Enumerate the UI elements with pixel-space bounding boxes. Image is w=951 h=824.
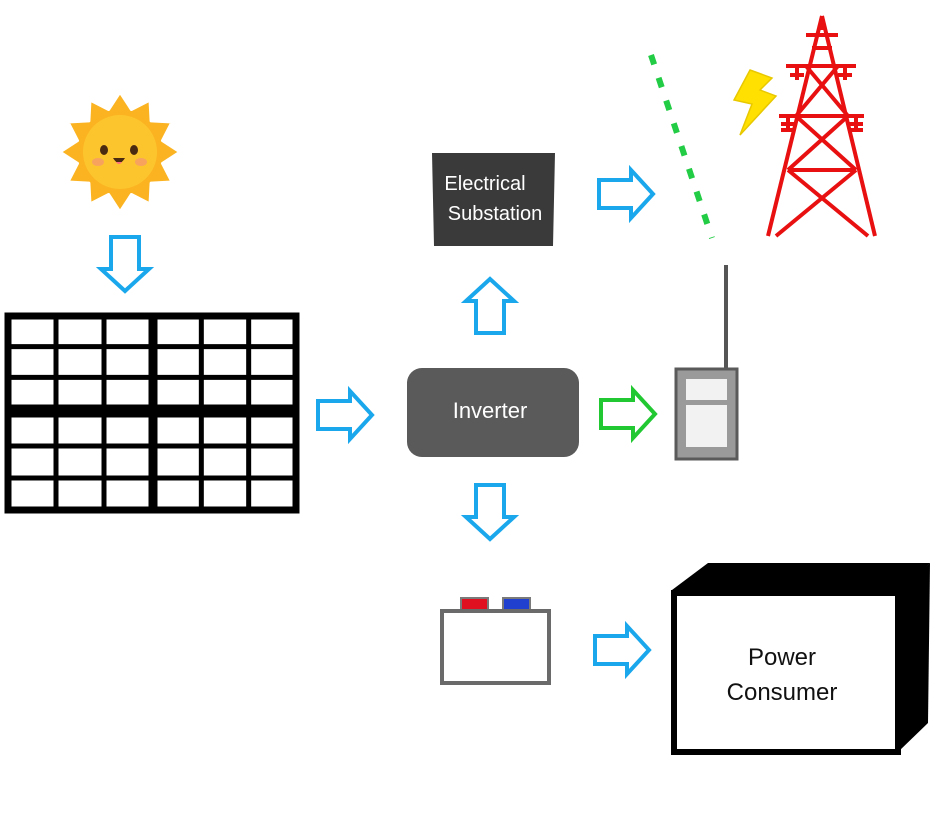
consumer-label-line1: Power bbox=[748, 644, 816, 671]
arrow-inverter-to-substation bbox=[460, 276, 520, 335]
power-line-dashed bbox=[648, 54, 715, 239]
transmission-tower-icon bbox=[766, 15, 877, 238]
sun-icon bbox=[58, 90, 182, 214]
solar-panel-module bbox=[4, 410, 156, 514]
electric-meter-icon bbox=[674, 265, 739, 461]
arrow-panels-to-inverter bbox=[316, 385, 375, 445]
arrow-inverter-to-meter bbox=[599, 384, 658, 444]
solar-panel-module bbox=[150, 410, 300, 514]
inverter[interactable]: Inverter bbox=[407, 368, 579, 457]
substation-label-line1: Electrical bbox=[444, 173, 525, 195]
arrow-battery-to-consumer bbox=[593, 620, 652, 680]
solar-panel-icon bbox=[4, 312, 300, 514]
lightning-bolt-icon bbox=[732, 69, 778, 136]
power-consumer[interactable]: Power Consumer bbox=[671, 563, 930, 755]
consumer-label-line2: Consumer bbox=[727, 679, 838, 706]
solar-panel-module bbox=[150, 312, 300, 412]
solar-panel-module bbox=[4, 312, 156, 412]
electrical-substation[interactable]: Electrical Substation bbox=[432, 153, 555, 246]
substation-label-line2: Substation bbox=[448, 203, 543, 225]
arrow-inverter-to-battery bbox=[460, 483, 520, 542]
arrow-substation-to-grid bbox=[597, 164, 656, 224]
inverter-label: Inverter bbox=[453, 398, 528, 423]
battery-icon bbox=[440, 597, 551, 685]
arrow-sun-to-panels bbox=[95, 235, 155, 294]
